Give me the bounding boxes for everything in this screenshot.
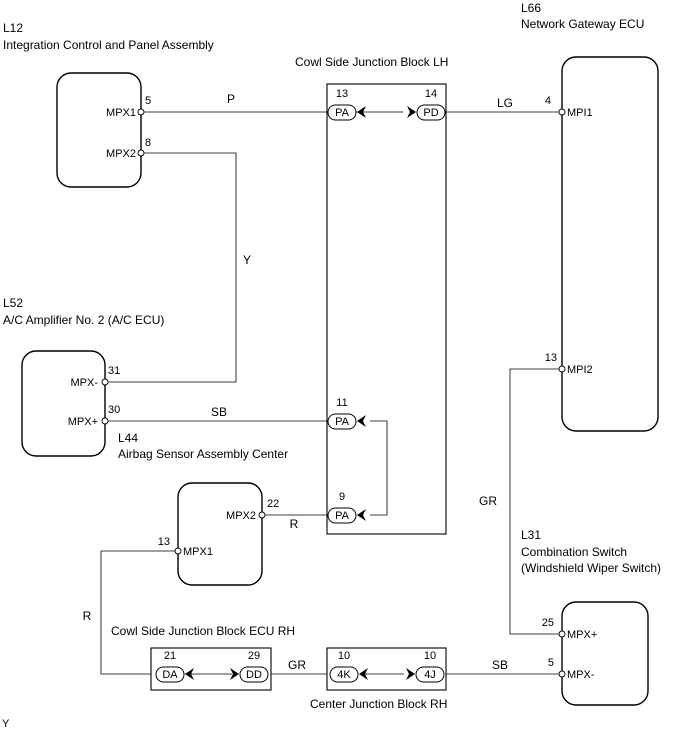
- chevron-left-icon: [357, 415, 366, 427]
- wire-color-r-left: R: [83, 609, 92, 623]
- center-rh-title: Center Junction Block RH: [310, 697, 447, 711]
- pin-num-l52-31: 31: [108, 365, 120, 377]
- chevron-left-icon: [357, 509, 366, 521]
- pin-name-l44-mpx2: MPX2: [226, 510, 256, 522]
- wire-jb-bridge: [370, 420, 388, 516]
- conn-pill-4k: [329, 666, 359, 683]
- l12-code: L12: [3, 21, 23, 35]
- wire-color-lg: LG: [497, 96, 513, 110]
- conn-num-11: 11: [336, 397, 347, 409]
- pin-name-l66-mpi1: MPI1: [567, 107, 593, 119]
- l31-code: L31: [521, 528, 541, 542]
- pin-num-l66-13: 13: [545, 352, 557, 364]
- conn-name-4j: 4J: [424, 669, 436, 681]
- chevron-left-icon: [359, 668, 368, 680]
- pin-num-l44-13: 13: [158, 536, 170, 548]
- terminal-l66-mpi2: [558, 365, 566, 373]
- conn-pill-dd-29: [239, 666, 269, 683]
- conn-pill-4j: [415, 666, 445, 683]
- terminal-l12-mpx1: [137, 108, 145, 116]
- chevron-right-icon: [230, 668, 239, 680]
- wire-color-r-airbag: R: [290, 517, 299, 531]
- conn-name-pd-14: PD: [423, 107, 438, 119]
- wire-r-left: [100, 550, 178, 675]
- terminal-l44-mpx1: [174, 547, 182, 555]
- terminal-l66-mpi1: [558, 108, 566, 116]
- conn-num-14: 14: [425, 88, 437, 100]
- l52-name: A/C Amplifier No. 2 (A/C ECU): [3, 313, 164, 327]
- pin-name-l66-mpi2: MPI2: [567, 364, 593, 376]
- pin-name-l31-mpx-minus: MPX-: [567, 669, 595, 681]
- l44-name: Airbag Sensor Assembly Center: [118, 447, 288, 461]
- pin-num-l31-5: 5: [548, 657, 554, 669]
- pin-num-l12-5: 5: [145, 95, 151, 107]
- pin-num-l66-4: 4: [545, 95, 551, 107]
- conn-name-pa-13: PA: [335, 107, 350, 119]
- conn-pill-pa-11: [327, 413, 357, 430]
- l12-box: [56, 72, 142, 188]
- conn-num-21: 21: [164, 650, 176, 662]
- wire-color-p: P: [227, 92, 235, 106]
- l31-name: Combination Switch: [521, 545, 627, 559]
- chevron-left-icon: [185, 668, 194, 680]
- l44-code: L44: [118, 431, 138, 445]
- terminal-l44-mpx2: [258, 511, 266, 519]
- conn-pill-pa-9: [327, 507, 357, 524]
- terminal-l31-mpx-minus: [558, 670, 566, 678]
- wire-color-sb-ac: SB: [211, 405, 227, 419]
- conn-num-13: 13: [336, 88, 348, 100]
- terminal-l12-mpx2: [137, 149, 145, 157]
- l44-box: [177, 482, 263, 586]
- terminal-l52-mpx-plus: [101, 417, 109, 425]
- wire-color-gr-right: GR: [479, 494, 497, 508]
- pin-num-l44-22: 22: [267, 498, 279, 510]
- pin-name-l12-mpx2: MPX2: [106, 148, 136, 160]
- conn-pill-da-21: [155, 666, 185, 683]
- conn-num-9: 9: [339, 491, 345, 503]
- pin-name-l12-mpx1: MPX1: [106, 107, 136, 119]
- conn-num-10-4k: 10: [338, 650, 350, 662]
- footer-mark: Y: [2, 718, 10, 730]
- conn-name-pa-11: PA: [335, 416, 350, 428]
- cowl-lh-junction-block: [326, 83, 447, 535]
- terminal-l31-mpx-plus: [558, 630, 566, 638]
- cowl-lh-title: Cowl Side Junction Block LH: [295, 55, 448, 69]
- pin-num-l31-25: 25: [542, 617, 554, 629]
- l31-subname: (Windshield Wiper Switch): [521, 561, 661, 575]
- pin-name-l31-mpx-plus: MPX+: [567, 629, 597, 641]
- pin-num-l52-30: 30: [108, 404, 120, 416]
- chevron-right-icon: [407, 106, 416, 118]
- l66-code: L66: [521, 1, 541, 15]
- conn-name-pa-9: PA: [335, 510, 350, 522]
- l66-box: [561, 56, 659, 432]
- l52-code: L52: [3, 296, 23, 310]
- conn-num-10-4j: 10: [424, 650, 436, 662]
- conn-num-29: 29: [248, 650, 260, 662]
- l52-box: [21, 350, 106, 457]
- cowl-ecu-rh-title: Cowl Side Junction Block ECU RH: [111, 624, 295, 638]
- conn-pill-pa-13: [327, 104, 357, 121]
- l12-name: Integration Control and Panel Assembly: [3, 38, 214, 52]
- pin-name-l52-mpx-plus: MPX+: [68, 416, 98, 428]
- conn-name-4k: 4K: [337, 669, 351, 681]
- chevron-left-icon: [357, 106, 366, 118]
- conn-name-dd-29: DD: [246, 669, 262, 681]
- chevron-right-icon: [406, 668, 415, 680]
- wire-color-gr-bottom: GR: [288, 658, 306, 672]
- wire-color-y: Y: [243, 253, 251, 267]
- wire-color-sb-combo: SB: [492, 658, 508, 672]
- wire-gr-right: [509, 368, 562, 635]
- pin-name-l44-mpx1: MPX1: [183, 546, 213, 558]
- conn-name-da-21: DA: [162, 669, 178, 681]
- pin-name-l52-mpx-minus: MPX-: [71, 377, 99, 389]
- conn-pill-pd-14: [416, 104, 446, 121]
- l31-box: [561, 601, 649, 706]
- terminal-l52-mpx-minus: [101, 378, 109, 386]
- pin-num-l12-8: 8: [145, 137, 151, 149]
- wire-y: [105, 152, 237, 383]
- l66-name: Network Gateway ECU: [521, 17, 644, 31]
